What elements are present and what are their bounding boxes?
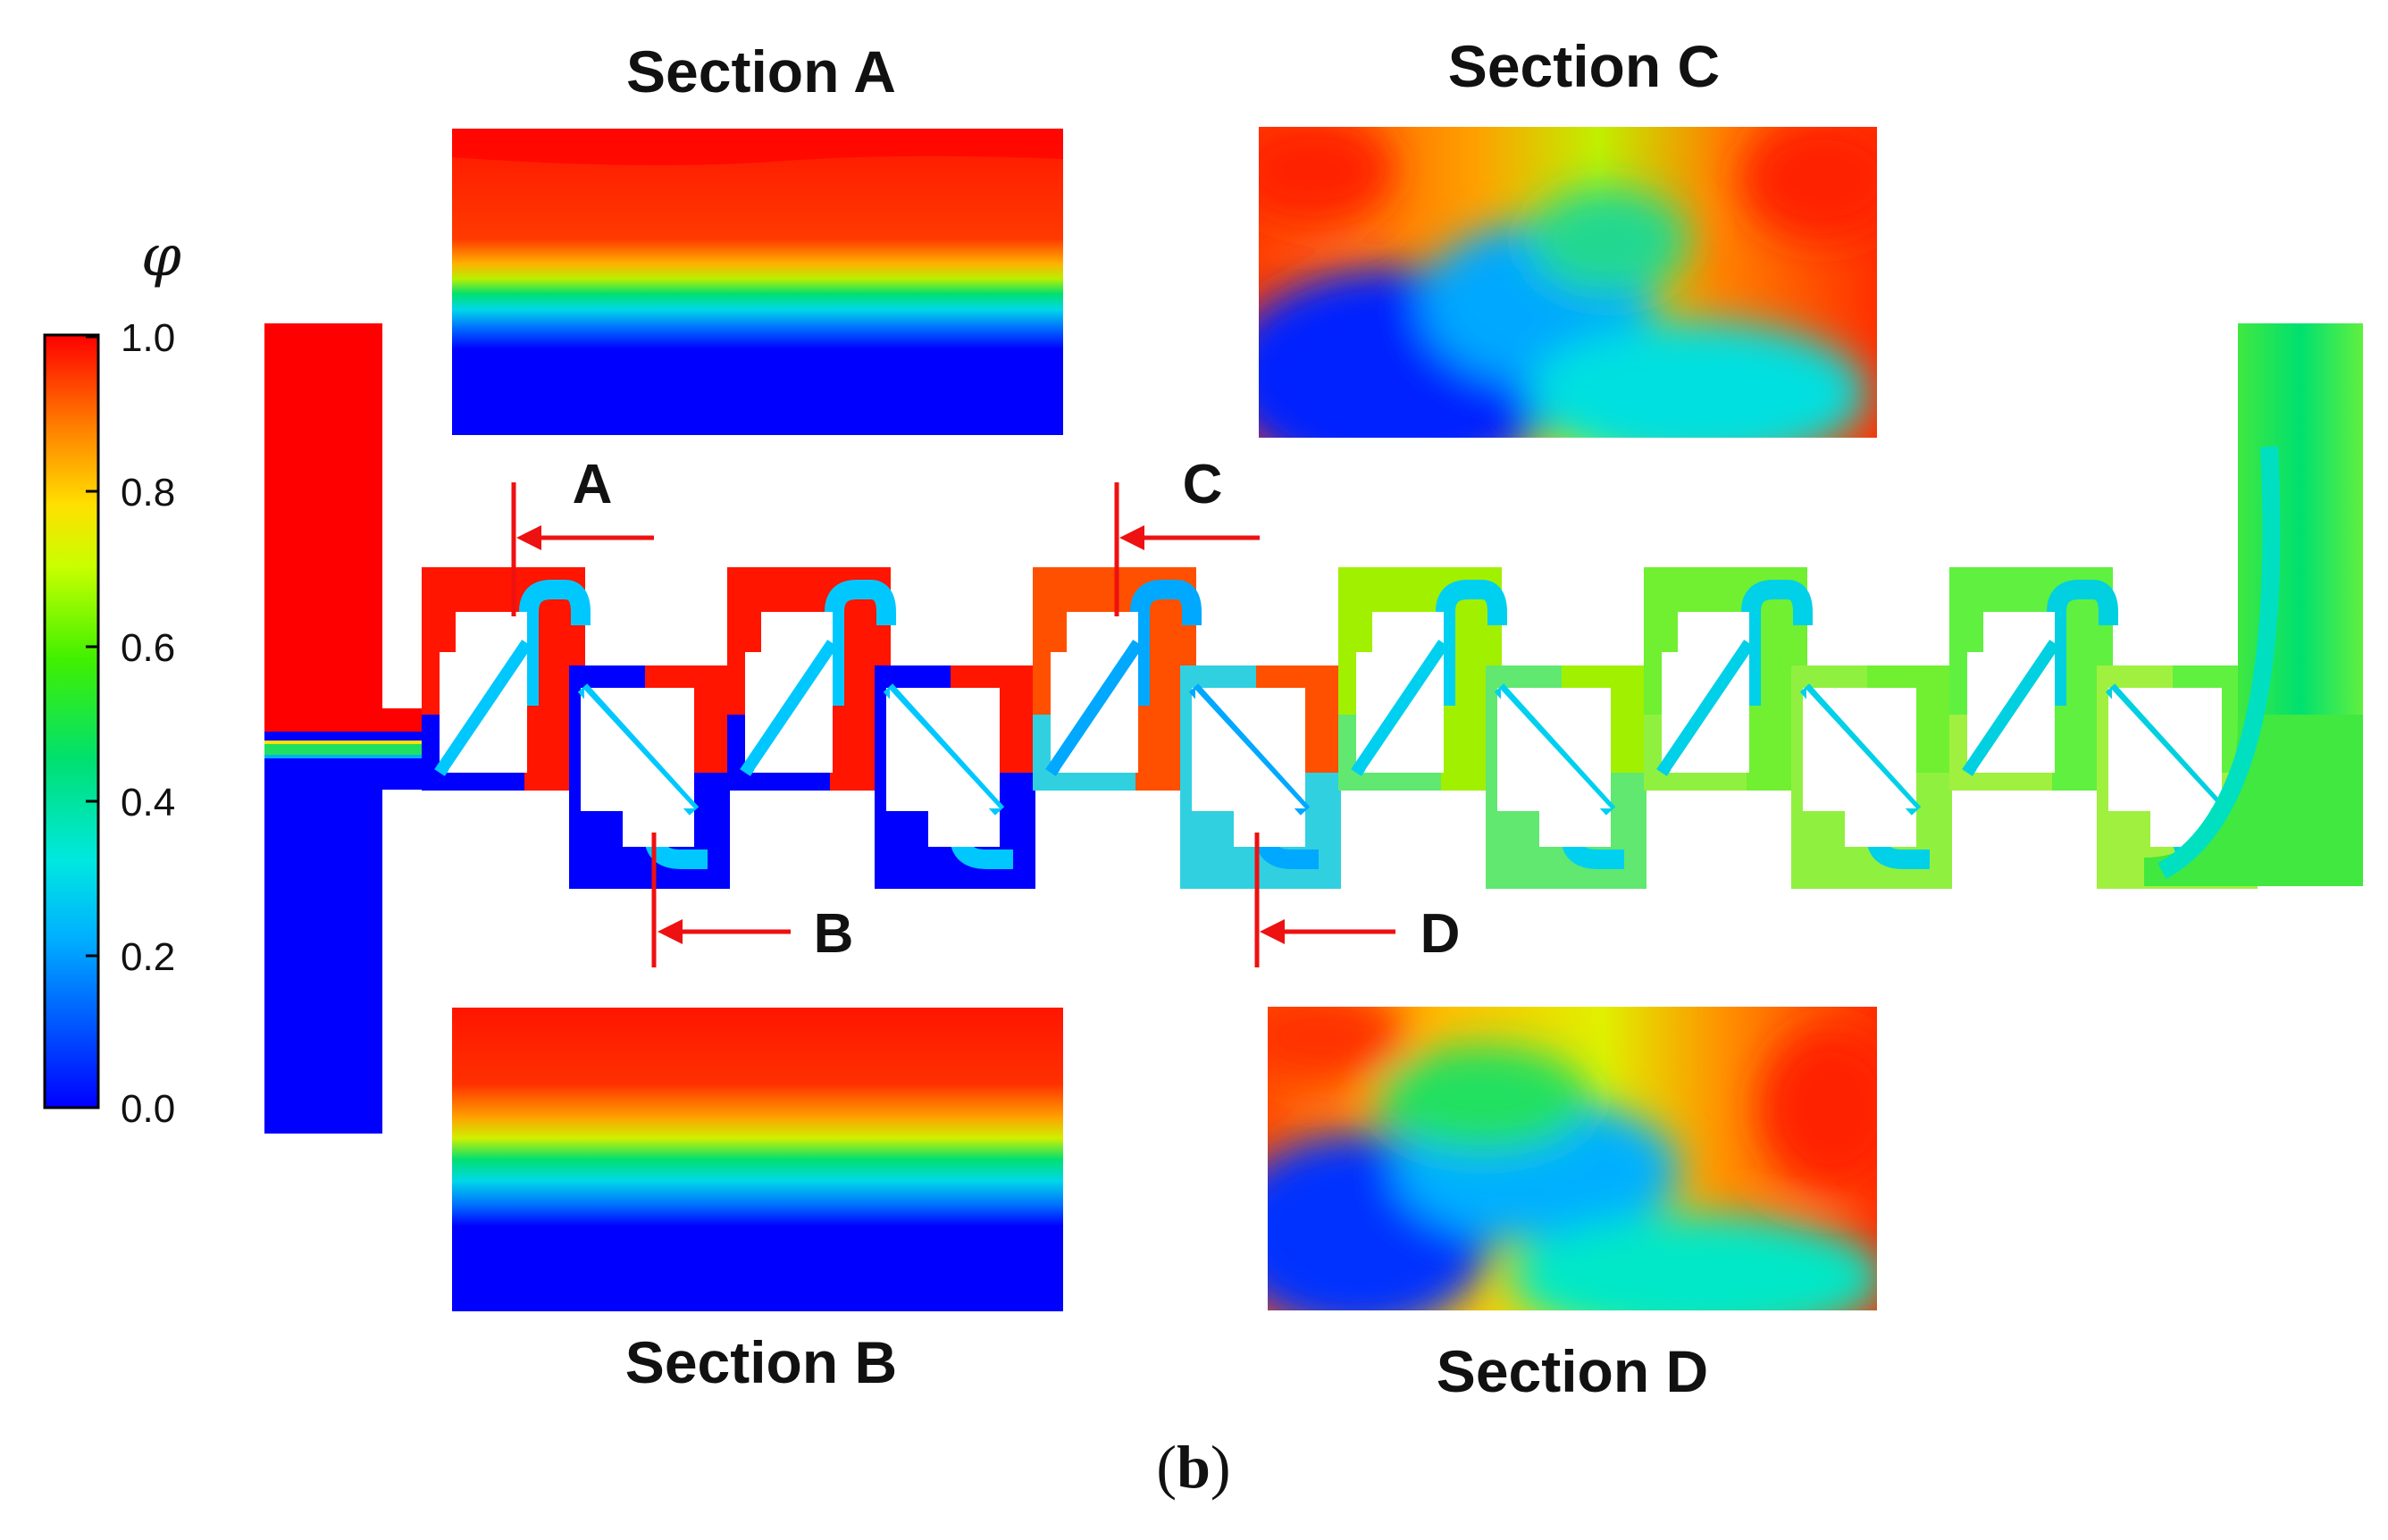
section-c-contour [1259,127,1877,438]
section-b-panel: Section B [452,1008,1063,1395]
colorbar-tick-label: 0.2 [121,935,175,979]
colorbar: φ 1.0 0.8 0.6 0.4 0.2 0.0 [43,223,181,1131]
figure-caption: (b) [1156,1433,1230,1501]
caption-letter: b [1177,1433,1211,1501]
cut-label-d: D [1420,903,1461,965]
caption-open: ( [1156,1433,1177,1501]
section-a-panel: Section A [452,38,1063,435]
colorbar-tick-label: 0.4 [121,781,175,824]
cut-line-c [1114,482,1260,616]
colorbar-tick-label: 1.0 [121,316,175,360]
cut-line-d [1254,833,1395,967]
micromixer-channel [264,323,2363,1134]
colorbar-tick-label: 0.8 [121,471,175,515]
section-c-title: Section C [1448,33,1720,99]
colorbar-ticks [86,335,98,1109]
colorbar-tick-label: 0.6 [121,626,175,670]
cut-line-b [651,833,791,967]
section-d-panel: Section D [1268,1007,1877,1404]
section-a-contour [452,129,1063,435]
caption-close: ) [1211,1433,1231,1501]
mixing-units [422,567,2258,889]
colorbar-tick-label: 0.0 [121,1087,175,1131]
section-a-title: Section A [626,38,896,105]
cut-markers [511,482,1395,967]
inlet-upper [264,323,382,732]
cut-label-b: B [814,903,854,965]
cut-line-a [511,482,654,616]
colorbar-symbol: φ [141,223,181,289]
section-d-title: Section D [1437,1338,1708,1404]
section-d-contour [1268,1007,1877,1310]
inlet-lower [264,732,382,1134]
section-c-panel: Section C [1259,33,1877,438]
cut-label-c: C [1183,454,1223,515]
section-b-contour [452,1008,1063,1311]
colorbar-gradient [43,333,100,1109]
section-b-title: Section B [625,1329,897,1395]
cut-label-a: A [573,454,613,515]
